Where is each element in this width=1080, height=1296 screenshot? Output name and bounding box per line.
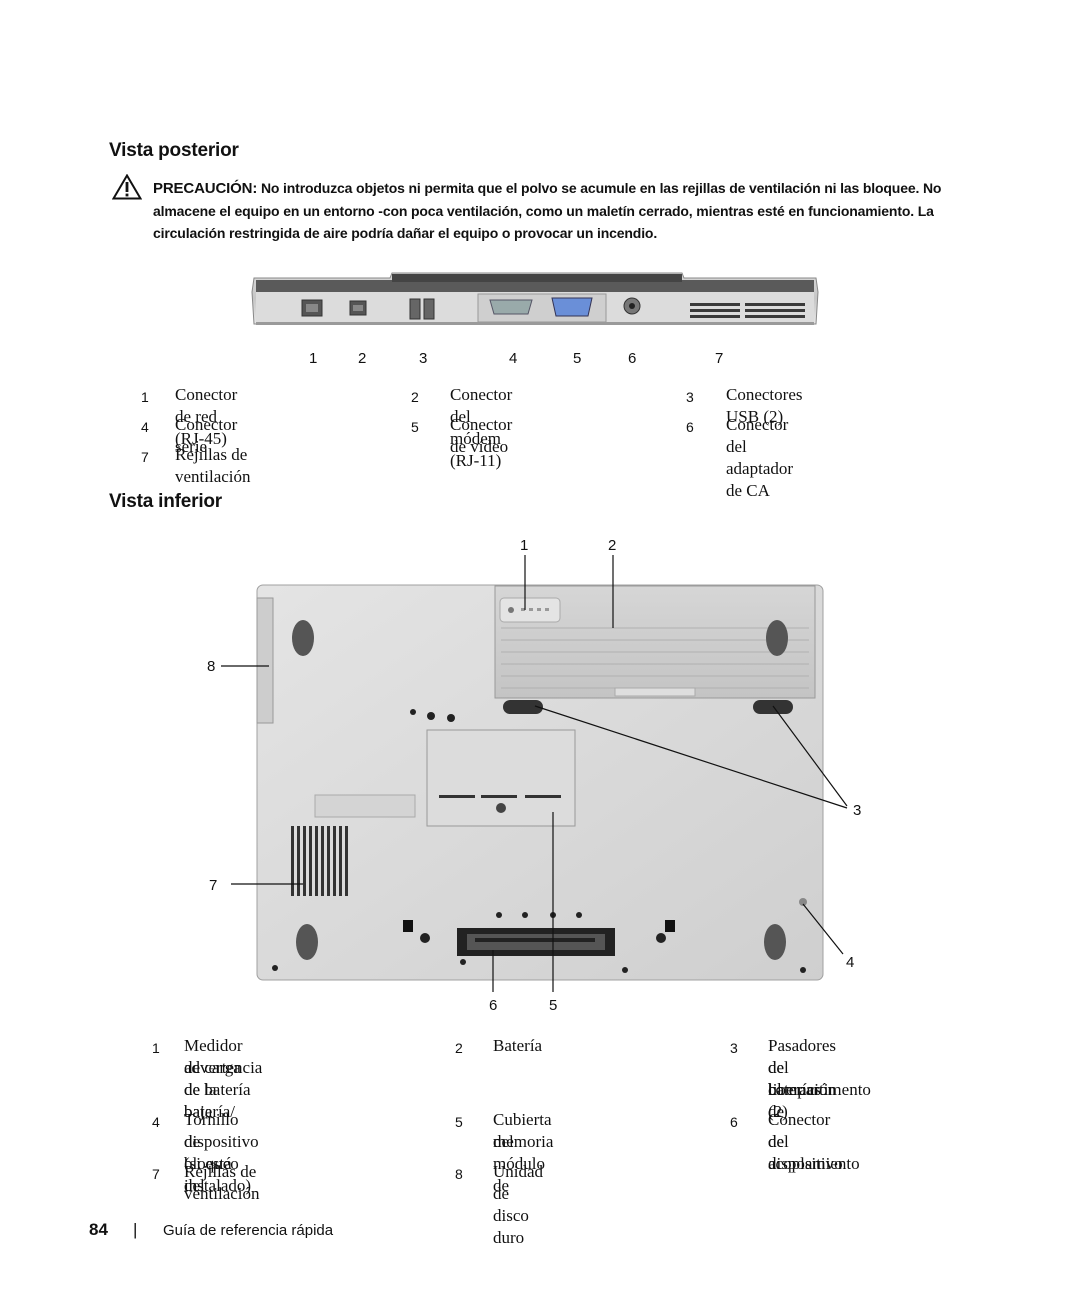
legend-number: 7	[141, 449, 149, 465]
rear-callout-5: 5	[573, 350, 582, 367]
footer-separator: |	[133, 1220, 138, 1239]
guide-title: Guía de referencia rápida	[163, 1222, 334, 1239]
legend-label-line: memoria	[493, 1132, 554, 1151]
rear-callout-4: 4	[509, 350, 518, 367]
legend-label: Conector de red (RJ-45)	[175, 385, 238, 448]
legend-label-line: Pasadores de liberación	[768, 1036, 836, 1099]
legend-label-line: baterías (2)	[768, 1080, 821, 1121]
legend-label: Rejillas de ventilación	[175, 445, 251, 486]
legend-label-line: advertencia de batería baja	[184, 1058, 263, 1121]
legend-number: 3	[730, 1040, 738, 1056]
section-heading-bottom-view: Vista inferior	[109, 491, 222, 512]
legend-label-line: Conector del dispositivo	[768, 1110, 843, 1173]
bottom-callout-5: 5	[549, 997, 558, 1014]
legend-number: 8	[455, 1166, 463, 1182]
legend-label: Conector del módem (RJ-11)	[450, 385, 513, 470]
legend-number: 1	[152, 1040, 160, 1056]
legend-label-line: Rejillas de ventilación	[184, 1162, 260, 1203]
bottom-callout-2: 2	[608, 537, 617, 554]
bottom-callout-1: 1	[520, 537, 529, 554]
rear-view-illustration	[251, 272, 819, 325]
legend-number: 6	[730, 1114, 738, 1130]
bottom-view-illustration	[221, 555, 848, 992]
legend-label-line: de acoplamiento	[768, 1132, 860, 1173]
legend-label: Conector del adaptador de CA	[726, 415, 794, 500]
legend-label-line: Medidor de carga de la batería/	[184, 1036, 243, 1121]
bottom-callout-3: 3	[853, 802, 862, 819]
rear-callout-3: 3	[419, 350, 428, 367]
legend-label: Conector de vídeo	[450, 415, 513, 456]
bottom-callout-7: 7	[209, 877, 218, 894]
legend-number: 1	[141, 389, 149, 405]
legend-number: 6	[686, 419, 694, 435]
warning-triangle-icon	[112, 174, 142, 200]
legend-label-line: Batería	[493, 1036, 543, 1055]
legend-number: 2	[411, 389, 419, 405]
caution-text-block: PRECAUCIÓN: No introduzca objetos ni per…	[153, 177, 983, 244]
page-number: 84	[89, 1220, 108, 1239]
section-heading-rear-view: Vista posterior	[109, 140, 239, 161]
caution-text: No introduzca objetos ni permita que el …	[153, 180, 942, 241]
bottom-callout-4: 4	[846, 954, 855, 971]
legend-label-line: Unidad de disco duro	[493, 1162, 544, 1247]
legend-label-line: dispositivo (si está instalado)	[184, 1132, 259, 1195]
legend-label: Conector serie	[175, 415, 238, 456]
legend-number: 7	[152, 1166, 160, 1182]
legend-number: 5	[411, 419, 419, 435]
caution-label: PRECAUCIÓN:	[153, 180, 258, 197]
legend-number: 2	[455, 1040, 463, 1056]
legend-number: 4	[141, 419, 149, 435]
legend-label-line: Tornillo de bloqueo del	[184, 1110, 239, 1195]
rear-callout-1: 1	[309, 350, 318, 367]
legend-number: 4	[152, 1114, 160, 1130]
legend-label-line: del compartimento de	[768, 1058, 871, 1121]
bottom-callout-6: 6	[489, 997, 498, 1014]
legend-label: Conectores USB (2)	[726, 385, 803, 426]
rear-callout-7: 7	[715, 350, 724, 367]
bottom-callout-8: 8	[207, 658, 216, 675]
legend-number: 5	[455, 1114, 463, 1130]
rear-callout-2: 2	[358, 350, 367, 367]
legend-label-line: Cubierta del módulo de	[493, 1110, 552, 1195]
rear-callout-6: 6	[628, 350, 637, 367]
legend-number: 3	[686, 389, 694, 405]
